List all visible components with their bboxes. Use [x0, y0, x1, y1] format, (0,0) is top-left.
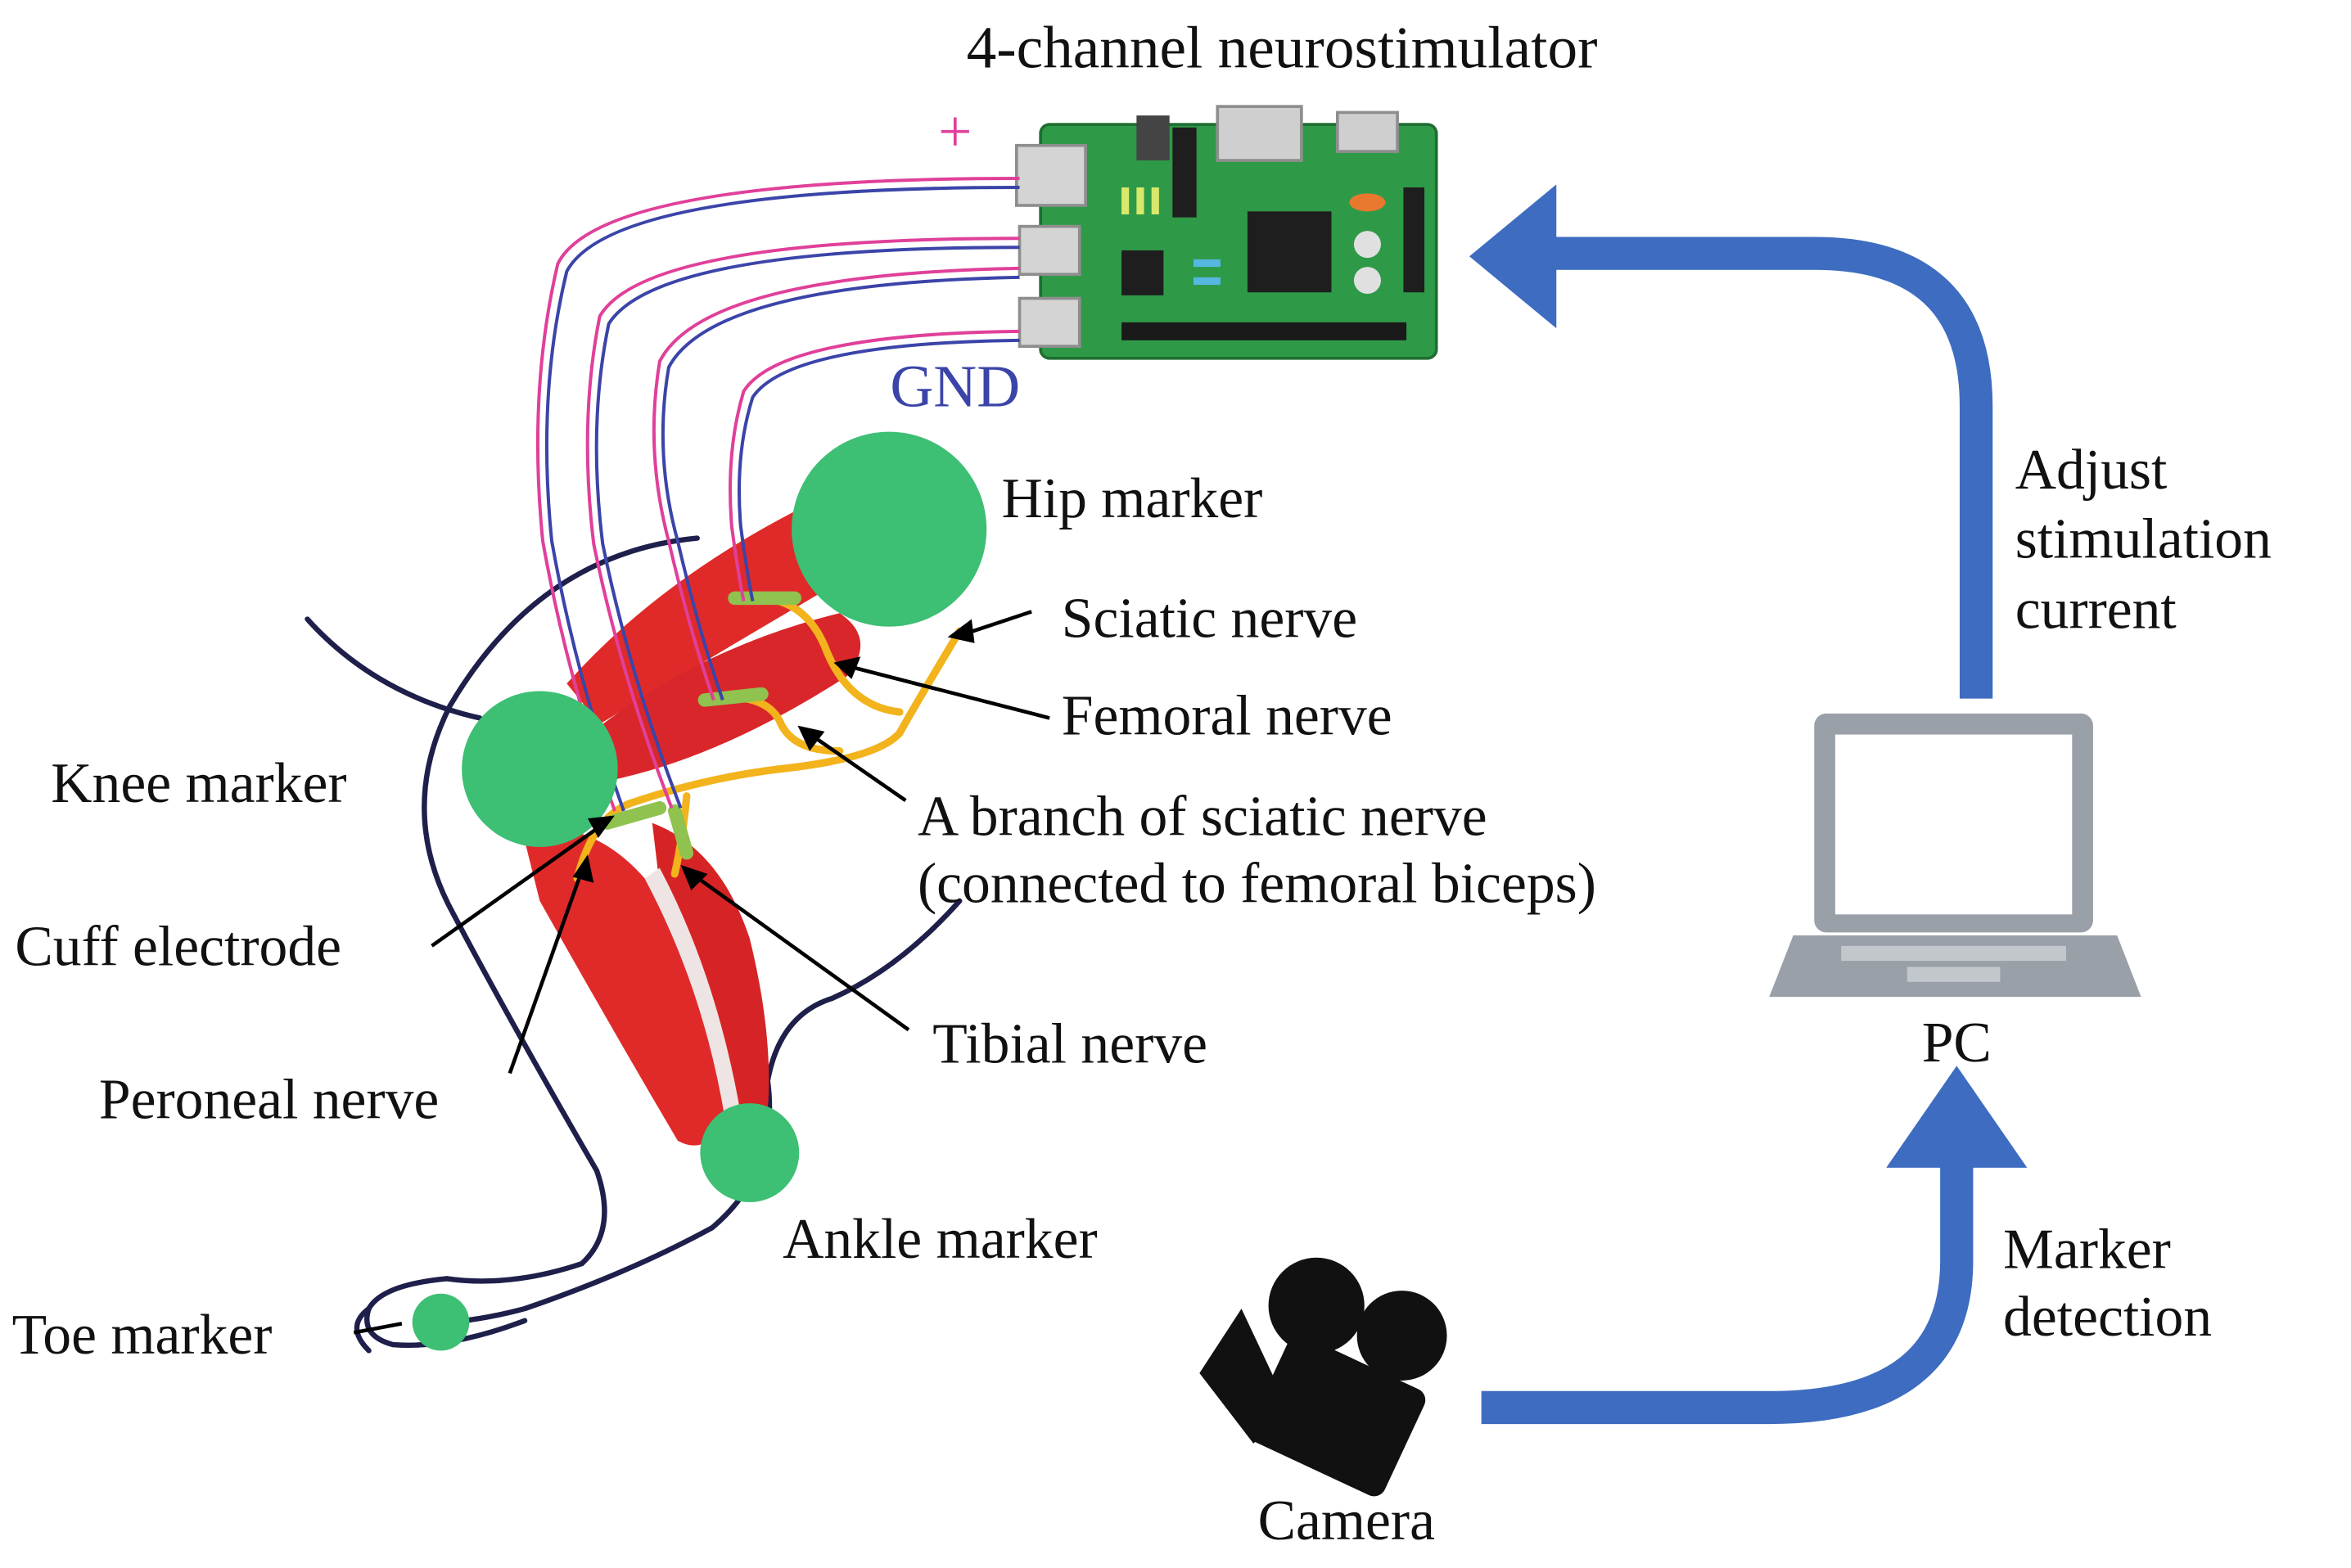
adjust-stimulation-line1: Adjust [2015, 439, 2168, 502]
ground-terminal-label: GND [890, 353, 1020, 419]
knee-marker-dot [462, 691, 618, 847]
laptop-icon [1769, 713, 2141, 998]
peroneal-muscle [521, 827, 726, 1146]
sciatic-nerve-label: Sciatic nerve [1062, 588, 1357, 651]
ankle-marker-dot [700, 1103, 800, 1203]
wire-channel-1 [535, 177, 1020, 812]
pc-label: PC [1922, 1012, 1992, 1075]
sciatic-nerve [573, 627, 963, 882]
joint-markers [412, 431, 987, 1351]
toe-marker-label: Toe marker [12, 1304, 273, 1367]
wire-channel-2 [585, 237, 1020, 809]
arrowhead-to-neurostimulator [1469, 184, 1557, 329]
toe-marker-dot [412, 1293, 470, 1351]
feedback-arrows [1481, 237, 1993, 1425]
adjust-stimulation-line2: stimulation [2015, 507, 2272, 570]
arrowhead-to-pc [1886, 1066, 2028, 1168]
pointer-lines [353, 610, 1050, 1335]
video-camera-icon [1199, 1257, 1447, 1497]
tibial-nerve-label: Tibial nerve [932, 1013, 1207, 1076]
cuff-electrode-label: Cuff electrode [15, 916, 341, 979]
sciatic-branch-label-line1: A branch of sciatic nerve [918, 785, 1487, 848]
muscle-tendon [644, 867, 741, 1123]
adjust-stimulation-line3: current [2015, 579, 2177, 642]
marker-detection-line1: Marker [2003, 1219, 2171, 1282]
hip-marker-dot [792, 431, 987, 627]
neurostimulator-title: 4-channel neurostimulator [967, 14, 1598, 80]
marker-detection-arrow [1481, 1158, 1974, 1425]
tibial-muscle [652, 822, 769, 1118]
camera-label: Camera [1258, 1489, 1435, 1552]
plus-terminal-label: + [938, 98, 972, 164]
sciatic-branch-label-line2: (connected to femoral biceps) [918, 853, 1596, 916]
neurostimulator-board-icon [1015, 105, 1438, 360]
knee-marker-label: Knee marker [51, 752, 346, 815]
marker-detection-line2: detection [2003, 1286, 2212, 1349]
hip-marker-label: Hip marker [1002, 467, 1263, 530]
ankle-marker-label: Ankle marker [783, 1208, 1098, 1271]
adjust-stimulation-arrow [1544, 237, 1993, 699]
femoral-nerve-label: Femoral nerve [1062, 685, 1392, 748]
electrode-wires [535, 177, 1020, 812]
labels: 4-channel neurostimulator + GND Hip mark… [12, 14, 2272, 1552]
peroneal-nerve-label: Peroneal nerve [99, 1068, 439, 1131]
wire-channel-4 [729, 329, 1020, 602]
wire-channel-3 [652, 266, 1020, 701]
rat-leg-outline [305, 535, 963, 1354]
